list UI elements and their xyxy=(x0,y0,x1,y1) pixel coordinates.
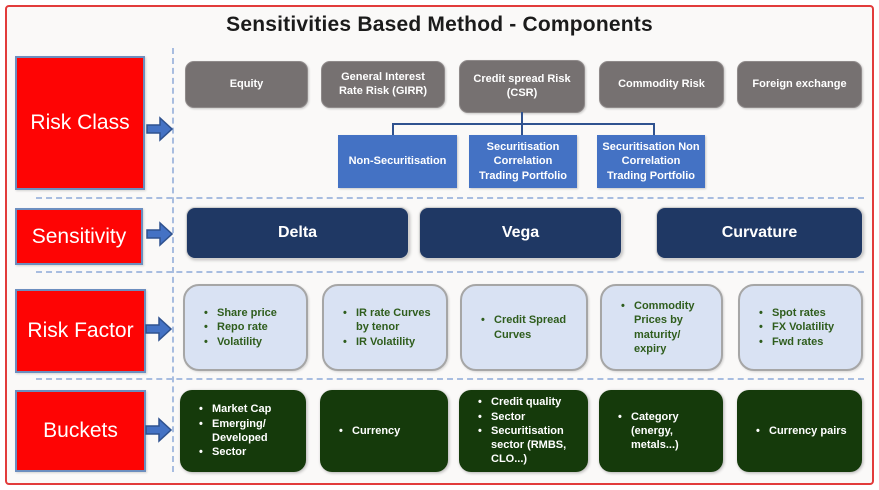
risk-class-box-foreign-exchange: Foreign exchange xyxy=(737,61,862,108)
risk-class-label: Risk Class xyxy=(30,111,130,134)
arrow-right-icon xyxy=(146,221,173,247)
bullet-item: Sector xyxy=(478,410,582,425)
box-label: Securitisation Non Correlation Trading P… xyxy=(602,141,700,182)
sensitivity-box-delta: Delta xyxy=(186,207,409,259)
csr-child-box-securitisation-correlation: Securitisation Correlation Trading Portf… xyxy=(469,135,577,188)
arrow-right-icon xyxy=(145,417,172,443)
bullet-item: Sector xyxy=(199,445,300,460)
buckets-box-fx: Currency pairs xyxy=(737,390,862,472)
box-label: Equity xyxy=(229,77,264,90)
risk-factor-box-csr: Credit Spread Curves xyxy=(460,284,588,371)
bullet-item: Share price xyxy=(204,306,300,321)
risk-class-box-commodity-risk: Commodity Risk xyxy=(599,61,724,108)
risk-factor-box-equity: Share price Repo rate Volatility xyxy=(183,284,308,371)
arrow-right-icon xyxy=(146,116,173,142)
box-label: Foreign exchange xyxy=(752,77,847,90)
bullet-item: Credit Spread Curves xyxy=(481,313,580,342)
box-label: Commodity Risk xyxy=(618,77,705,90)
buckets-box-commodity: Category (energy, metals...) xyxy=(599,390,723,472)
column-divider-dashed xyxy=(172,48,174,472)
box-label: Securitisation Correlation Trading Portf… xyxy=(479,141,567,182)
bullet-item: Credit quality xyxy=(478,395,582,410)
box-label: Credit spread Risk (CSR) xyxy=(473,72,571,99)
bullet-item: Commodity Prices by maturity/ expiry xyxy=(621,299,715,356)
bullet-item: Spot rates xyxy=(759,306,855,321)
risk-factor-box-girr: IR rate Curves by tenor IR Volatility xyxy=(322,284,448,371)
buckets-label-box: Buckets xyxy=(15,390,146,472)
csr-connector-stem xyxy=(521,112,523,124)
csr-connector-drop-left xyxy=(392,123,394,137)
bullet-item: Securitisation sector (RMBS, CLO...) xyxy=(478,424,582,467)
risk-factor-box-commodity: Commodity Prices by maturity/ expiry xyxy=(600,284,723,371)
box-label: Non-Securitisation xyxy=(348,155,447,168)
sensitivity-box-curvature: Curvature xyxy=(656,207,863,259)
buckets-box-csr: Credit quality Sector Securitisation sec… xyxy=(459,390,588,472)
csr-child-box-securitisation-non-correlation: Securitisation Non Correlation Trading P… xyxy=(597,135,705,188)
bullet-item: Category (energy, metals...) xyxy=(618,410,717,453)
box-label: Delta xyxy=(277,224,318,241)
csr-connector-crossbar xyxy=(392,123,655,125)
bullet-item: Currency pairs xyxy=(756,424,856,439)
risk-class-box-equity: Equity xyxy=(185,61,308,108)
risk-class-label-box: Risk Class xyxy=(15,56,145,190)
risk-class-box-girr: General Interest Rate Risk (GIRR) xyxy=(321,61,445,108)
buckets-box-girr: Currency xyxy=(320,390,448,472)
bullet-item: Currency xyxy=(339,424,442,439)
row-divider-dashed-3 xyxy=(36,378,864,380)
csr-child-box-non-securitisation: Non-Securitisation xyxy=(338,135,457,188)
sensitivity-label: Sensitivity xyxy=(31,224,127,248)
sensitivity-label-box: Sensitivity xyxy=(15,208,143,265)
risk-factor-label-box: Risk Factor xyxy=(15,289,146,373)
bullet-item: IR rate Curves by tenor xyxy=(343,306,440,335)
bullet-item: Market Cap xyxy=(199,402,300,417)
bullet-item: Emerging/ Developed xyxy=(199,417,300,446)
diagram-title: Sensitivities Based Method - Components xyxy=(226,13,653,36)
csr-connector-drop-middle xyxy=(521,123,523,136)
bullet-item: IR Volatility xyxy=(343,335,440,350)
buckets-label: Buckets xyxy=(43,419,118,442)
buckets-box-equity: Market Cap Emerging/ Developed Sector xyxy=(180,390,306,472)
bullet-item: FX Volatility xyxy=(759,320,855,335)
risk-factor-box-fx: Spot rates FX Volatility Fwd rates xyxy=(738,284,863,371)
bullet-item: Fwd rates xyxy=(759,335,855,350)
risk-factor-label: Risk Factor xyxy=(27,319,134,342)
row-divider-dashed-1 xyxy=(36,197,864,199)
sensitivity-box-vega: Vega xyxy=(419,207,622,259)
csr-connector-drop-right xyxy=(653,123,655,136)
box-label: General Interest Rate Risk (GIRR) xyxy=(338,70,428,97)
bullet-item: Repo rate xyxy=(204,320,300,335)
arrow-right-icon xyxy=(145,316,172,342)
bullet-item: Volatility xyxy=(204,335,300,350)
risk-class-box-csr: Credit spread Risk (CSR) xyxy=(459,60,585,113)
box-label: Vega xyxy=(501,224,540,241)
row-divider-dashed-2 xyxy=(36,271,864,273)
box-label: Curvature xyxy=(721,224,798,241)
